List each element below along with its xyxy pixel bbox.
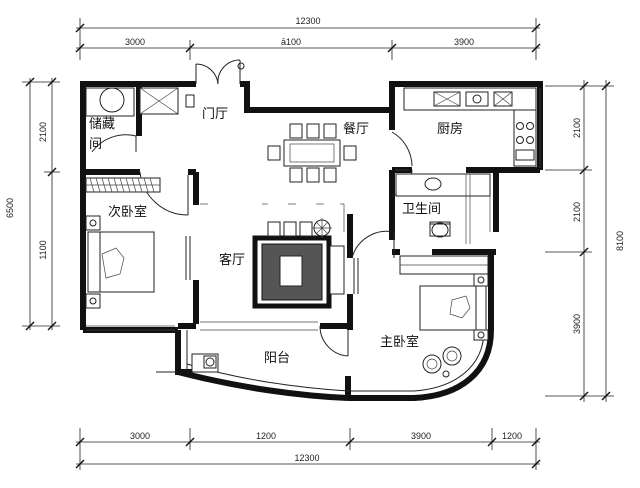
dim-right-b: 2100	[572, 202, 582, 222]
living-room-furniture	[200, 203, 345, 309]
balcony-wall	[177, 369, 349, 401]
dim-top-left: 3000	[125, 37, 145, 47]
dim-top-mid: ā100	[281, 37, 301, 47]
dim-right-total: 8100	[615, 231, 625, 251]
label-balcony: 阳台	[264, 351, 290, 366]
label-storage: 储藏	[89, 117, 115, 132]
dim-left-top: 2100	[38, 122, 48, 142]
second-bedroom-furniture	[85, 177, 161, 309]
dim-bottom-b: 1200	[256, 431, 276, 441]
dim-right-a: 2100	[572, 118, 582, 138]
label-foyer: 门厅	[202, 107, 228, 122]
label-second-bedroom: 次卧室	[108, 204, 147, 220]
dim-bottom-total: 12300	[294, 453, 319, 463]
dim-bottom-d: 1200	[502, 431, 522, 441]
label-kitchen: 厨房	[437, 121, 463, 137]
dim-bottom-c: 3900	[411, 431, 431, 441]
storage-fixtures	[85, 87, 195, 117]
left-dimensions: 6500 2100 1100	[5, 77, 60, 331]
dim-left-bottom: 1100	[38, 240, 48, 259]
master-bedroom-furniture	[399, 255, 489, 378]
top-dimensions: 12300 3000 ā100 3900	[75, 16, 541, 60]
bottom-dimensions: 3000 1200 3900 1200 12300	[75, 428, 541, 470]
kitchen-fixtures	[403, 87, 537, 167]
balcony-fixtures	[156, 353, 219, 373]
bathroom-fixtures	[395, 173, 491, 244]
label-master-bedroom: 主卧室	[380, 334, 419, 350]
dim-top-total: 12300	[295, 16, 320, 26]
dim-top-right: 3900	[454, 37, 474, 47]
label-dining: 餐厅	[343, 121, 369, 137]
label-storage-line2: 间	[89, 137, 102, 152]
room-labels: 储藏 间 门厅 餐厅 厨房 次卧室 卫生间 客厅 主卧室 阳台	[89, 107, 463, 366]
curved-bay-wall	[348, 329, 494, 401]
dining-table	[267, 123, 357, 183]
right-dimensions: 2100 2100 3900 8100	[545, 80, 625, 402]
label-living: 客厅	[219, 252, 245, 268]
dim-bottom-a: 3000	[130, 431, 150, 441]
dim-left-total: 6500	[5, 198, 15, 218]
dim-right-c: 3900	[572, 314, 582, 334]
label-bathroom: 卫生间	[402, 202, 441, 217]
